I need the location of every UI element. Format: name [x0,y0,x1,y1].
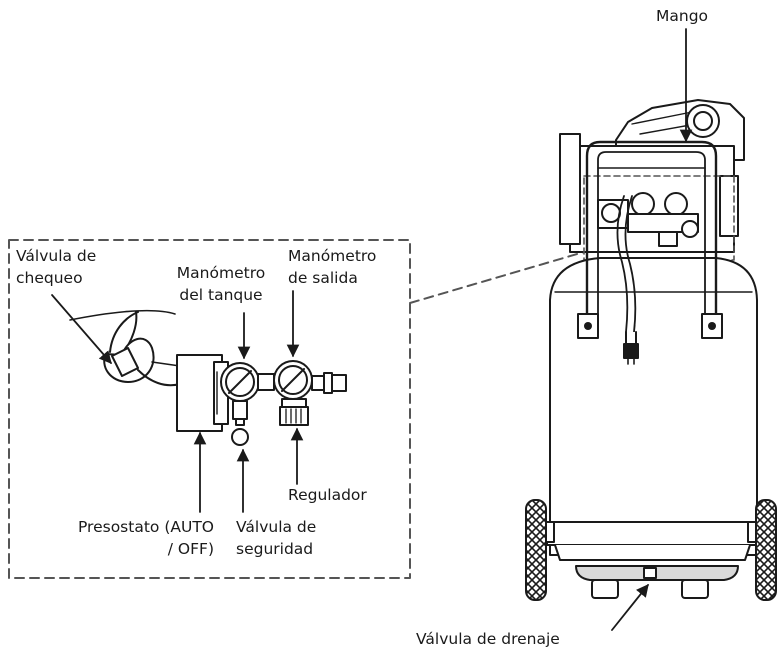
label-mango: Mango [656,5,708,27]
label-tank-gauge-line1: Manómetro [176,264,266,282]
label-safety-valve-line2: seguridad [236,540,314,558]
label-drain-valve-text: Válvula de drenaje [416,630,560,648]
label-regulator-text: Regulador [288,486,367,504]
compressor-drawing [525,99,777,601]
label-outlet-gauge-line1: Manómetro [288,247,377,265]
label-regulator: Regulador [288,484,367,506]
label-tank-gauge: Manómetro del tanque [160,262,282,306]
callout-connector [409,251,585,304]
label-tank-gauge-line2: del tanque [179,286,263,304]
label-mango-text: Mango [656,7,709,25]
label-drain-valve: Válvula de drenaje [416,628,560,650]
arrow-drain-valve [611,584,649,631]
label-outlet-gauge: Manómetro de salida [288,245,376,289]
pressure-switch-drawing [176,354,229,432]
detail-inset-frame [8,239,411,579]
outlet-gauge-drawing [273,360,347,426]
arrow-check-valve [51,294,112,364]
label-safety-valve: Válvula de seguridad [236,516,316,560]
label-check-valve-line1: Válvula de [16,247,97,265]
label-check-valve: Válvula de chequeo [16,245,96,289]
label-pressure-switch-line2: / OFF) [167,540,214,558]
label-safety-valve-line1: Válvula de [236,518,317,536]
label-pressure-switch-line1: Presostato (AUTO [77,518,214,536]
check-valve-drawing [69,309,181,387]
label-pressure-switch: Presostato (AUTO / OFF) [36,516,214,560]
label-check-valve-line2: chequeo [16,269,83,287]
tank-gauge-drawing [220,362,275,446]
label-outlet-gauge-line2: de salida [288,269,358,287]
